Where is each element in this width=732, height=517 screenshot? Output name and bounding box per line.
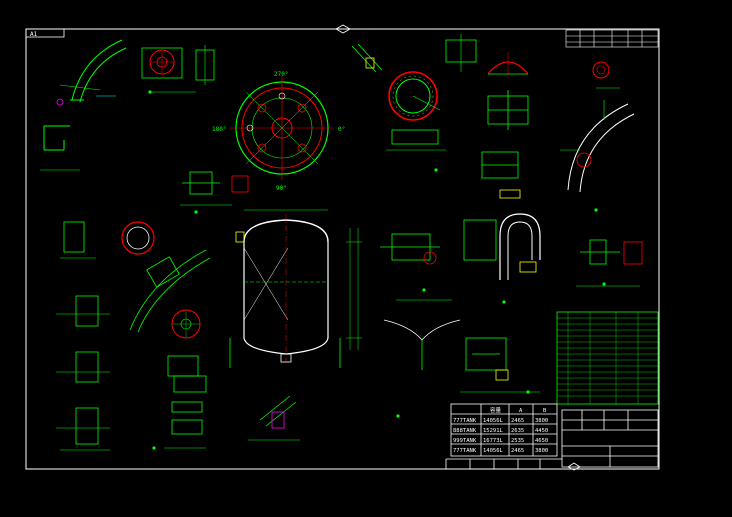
reinforcement-pad-detail — [60, 221, 155, 259]
base-details — [164, 355, 207, 449]
section-marker — [56, 98, 64, 106]
size-label: A1 — [30, 31, 38, 38]
tank-row-3-b: 4650 — [535, 438, 548, 444]
tank-row-2-a: 2635 — [511, 428, 524, 434]
tank-table-header-a: 容量 — [490, 406, 502, 414]
angle-label-bottom: 90° — [276, 185, 287, 192]
flange-plan-small — [141, 45, 215, 93]
angle-label-top: 270° — [274, 71, 288, 78]
tank-row-1-b: 3800 — [535, 418, 548, 424]
angle-label-right: 0° — [338, 126, 345, 133]
u-bend-pipe — [463, 213, 541, 280]
tank-row-4-b: 3800 — [535, 448, 548, 454]
left-detail-column — [56, 295, 110, 451]
revision-block — [565, 29, 659, 48]
support-leg-detail — [180, 171, 249, 206]
elbow-detail — [40, 39, 127, 171]
flange-section — [481, 90, 529, 199]
tank-row-4-name: 777TANK — [453, 448, 477, 454]
tank-row-2-volume: 15291L — [483, 428, 504, 434]
tank-row-2-name: 888TANK — [453, 428, 477, 434]
tank-row-3-a: 2535 — [511, 438, 524, 444]
tank-capacity-table — [450, 403, 558, 457]
anchor-detail — [248, 395, 300, 441]
angle-label-left: 180° — [212, 126, 226, 133]
tank-table-header-b: A — [519, 408, 523, 414]
center-marker-top — [335, 24, 351, 34]
tank-row-1-a: 2465 — [511, 418, 524, 424]
level-gauge-detail — [460, 337, 540, 393]
tank-row-2-b: 4450 — [535, 428, 548, 434]
tank-table-header-c: B — [543, 408, 547, 414]
outlet-elbow — [560, 61, 635, 193]
tank-row-1-volume: 14056L — [483, 418, 504, 424]
bolt-circle-plan — [171, 309, 201, 339]
bracket-detail — [576, 239, 643, 287]
tank-table-text: 容量 A B 777TANK 14056L 2465 3800 888TANK … — [453, 406, 548, 454]
nozzle-top-detail — [445, 34, 529, 78]
sheet-border — [25, 28, 660, 470]
stiffener-detail — [129, 249, 211, 333]
nozzle-section — [380, 233, 461, 370]
tank-row-4-volume: 14056L — [483, 448, 504, 454]
tank-elevation — [229, 209, 362, 368]
hinge-detail — [351, 43, 383, 73]
manhole-ring — [386, 71, 446, 151]
view-title-markers — [148, 90, 606, 450]
tank-row-1-name: 777TANK — [453, 418, 477, 424]
title-block — [445, 409, 659, 469]
top-head-plan — [230, 76, 334, 180]
tank-row-3-volume: 16773L — [483, 438, 504, 444]
size-label-box — [25, 28, 65, 38]
tank-row-4-a: 2465 — [511, 448, 524, 454]
parts-list — [556, 311, 659, 405]
tank-row-3-name: 999TANK — [453, 438, 477, 444]
